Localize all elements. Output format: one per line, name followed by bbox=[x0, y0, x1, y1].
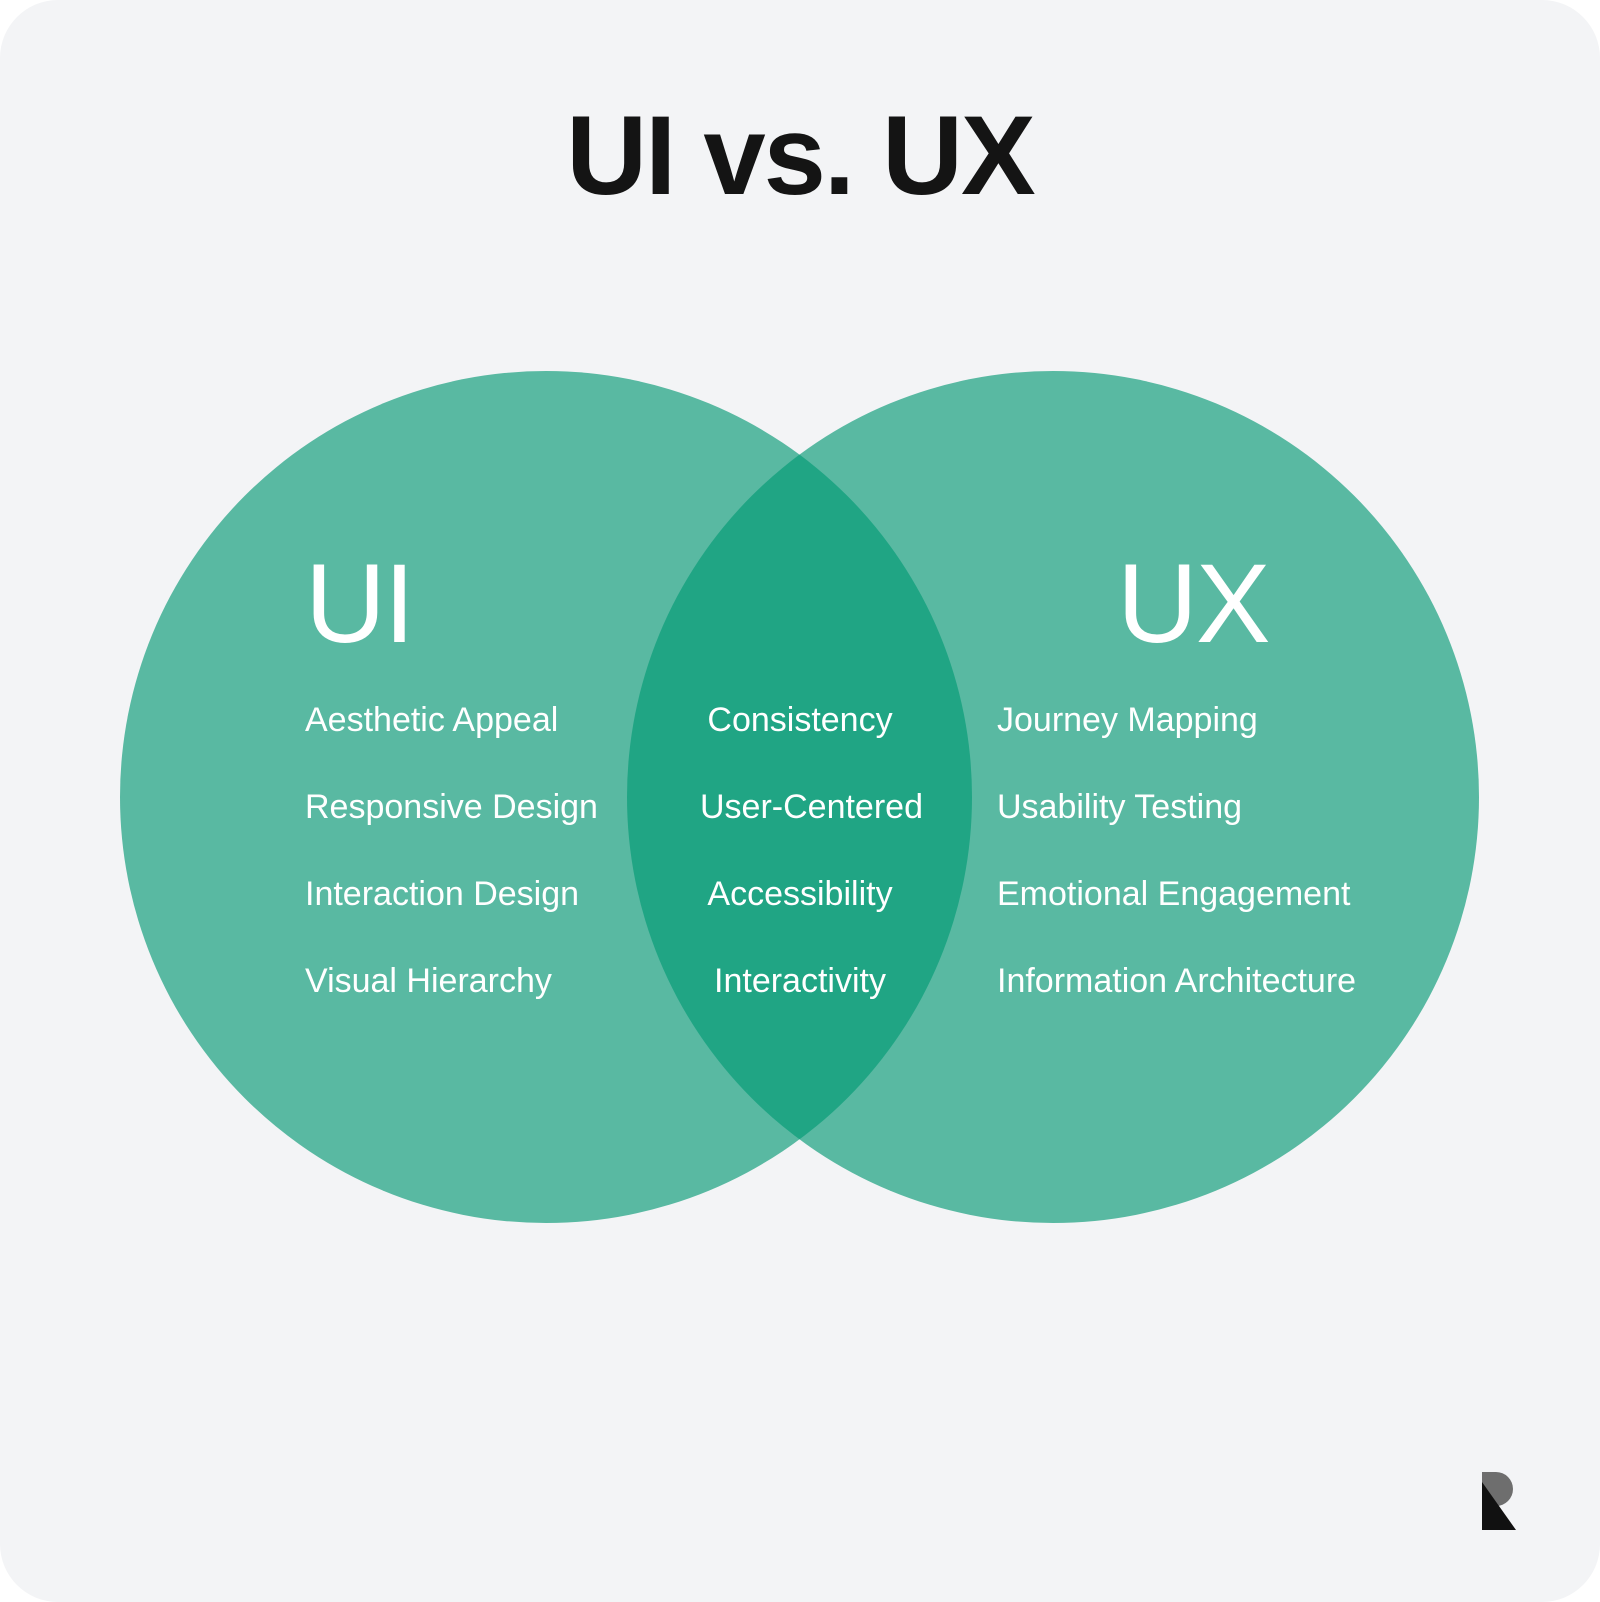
ui-heading: UI bbox=[305, 541, 415, 666]
ui-item: Visual Hierarchy bbox=[305, 962, 552, 1000]
ux-item: Information Architecture bbox=[997, 962, 1357, 1000]
page-title: UI vs. UX bbox=[566, 93, 1036, 218]
ux-item: Emotional Engagement bbox=[997, 875, 1351, 913]
overlap-region bbox=[627, 371, 972, 1223]
ux-item: Journey Mapping bbox=[997, 701, 1258, 739]
ui-item: Aesthetic Appeal bbox=[305, 701, 559, 739]
ui-item: Interaction Design bbox=[305, 875, 580, 913]
ux-heading: UX bbox=[1117, 541, 1271, 666]
ui-item: Responsive Design bbox=[305, 788, 598, 826]
shared-item: Interactivity bbox=[714, 962, 886, 1000]
ux-item: Usability Testing bbox=[997, 788, 1243, 826]
shared-item: Consistency bbox=[707, 701, 893, 739]
shared-item: User-Centered bbox=[700, 788, 923, 826]
shared-item: Accessibility bbox=[707, 875, 893, 913]
brand-r-logo-icon bbox=[1482, 1472, 1516, 1530]
